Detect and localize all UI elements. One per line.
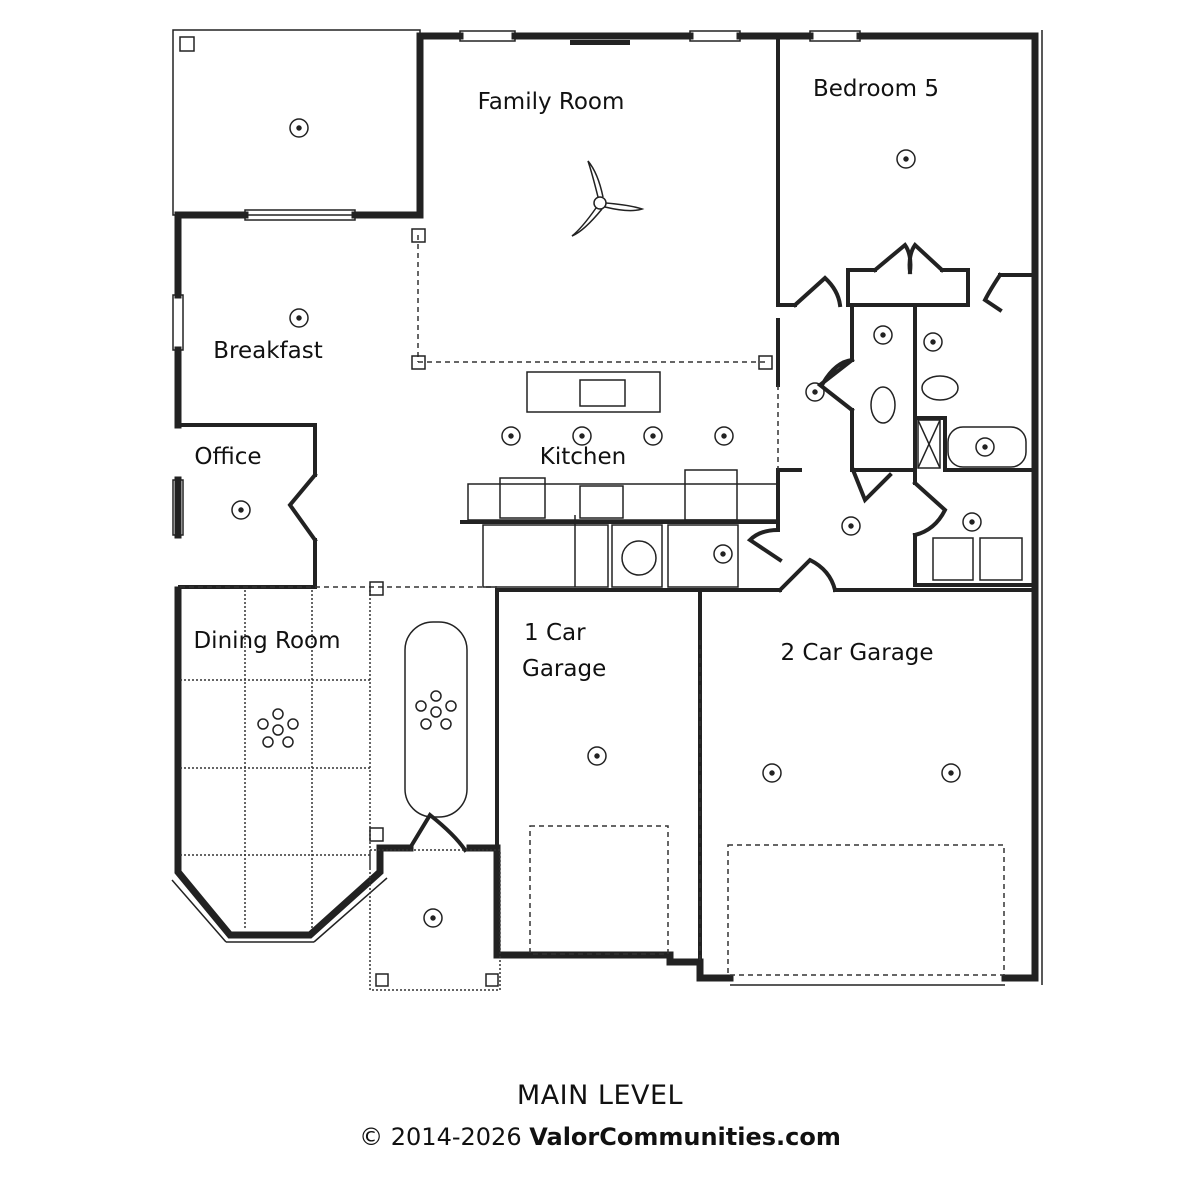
copyright-line: © 2014-2026 ValorCommunities.com <box>0 1123 1200 1151</box>
label-2-car-garage: 2 Car Garage <box>780 640 933 666</box>
ceiling-light-icon <box>289 308 309 328</box>
label-bedroom-5: Bedroom 5 <box>813 76 939 102</box>
bath-fixtures <box>870 375 1027 469</box>
ceiling-light-icon <box>873 325 893 345</box>
ceiling-light-icon <box>805 382 825 402</box>
ceiling-fan-icon <box>571 160 645 237</box>
ceiling-light-icon <box>289 118 309 138</box>
ceiling-light-icon <box>762 763 782 783</box>
ceiling-light-icon <box>896 149 916 169</box>
overhead-lines <box>180 228 1005 991</box>
doors <box>172 30 1027 853</box>
label-1-car-garage-line1: 1 Car <box>524 620 586 646</box>
ceiling-lights <box>231 118 995 928</box>
ceiling-light-icon <box>713 544 733 564</box>
label-office: Office <box>194 444 261 470</box>
ceiling-light-icon <box>231 500 251 520</box>
exterior-walls <box>171 30 1043 986</box>
label-1-car-garage-line2: Garage <box>522 656 606 682</box>
label-family-room: Family Room <box>478 89 625 115</box>
ceiling-light-icon <box>423 908 443 928</box>
label-breakfast: Breakfast <box>213 338 323 364</box>
chandelier-icon <box>257 708 299 748</box>
interior-walls <box>178 38 1037 977</box>
site-name: ValorCommunities.com <box>529 1123 841 1151</box>
patio <box>172 29 421 216</box>
room-labels: Family Room Bedroom 5 Breakfast Office K… <box>193 76 939 682</box>
label-dining-room: Dining Room <box>193 628 340 654</box>
chandelier-icon <box>415 690 457 730</box>
ceiling-light-icon <box>975 437 995 457</box>
copyright-years: © 2014-2026 <box>359 1123 522 1151</box>
ceiling-light-icon <box>962 512 982 532</box>
ceiling-light-icon <box>841 516 861 536</box>
kitchen-fixtures <box>467 371 1023 588</box>
floor-plan: Family Room Bedroom 5 Breakfast Office K… <box>171 29 1043 991</box>
ceiling-light-icon <box>643 426 663 446</box>
ceiling-light-icon <box>501 426 521 446</box>
label-kitchen: Kitchen <box>540 444 626 470</box>
ceiling-light-icon <box>587 746 607 766</box>
level-title: MAIN LEVEL <box>516 1080 684 1111</box>
ceiling-light-icon <box>941 763 961 783</box>
ceiling-light-icon <box>572 426 592 446</box>
ceiling-light-icon <box>923 332 943 352</box>
ceiling-light-icon <box>714 426 734 446</box>
